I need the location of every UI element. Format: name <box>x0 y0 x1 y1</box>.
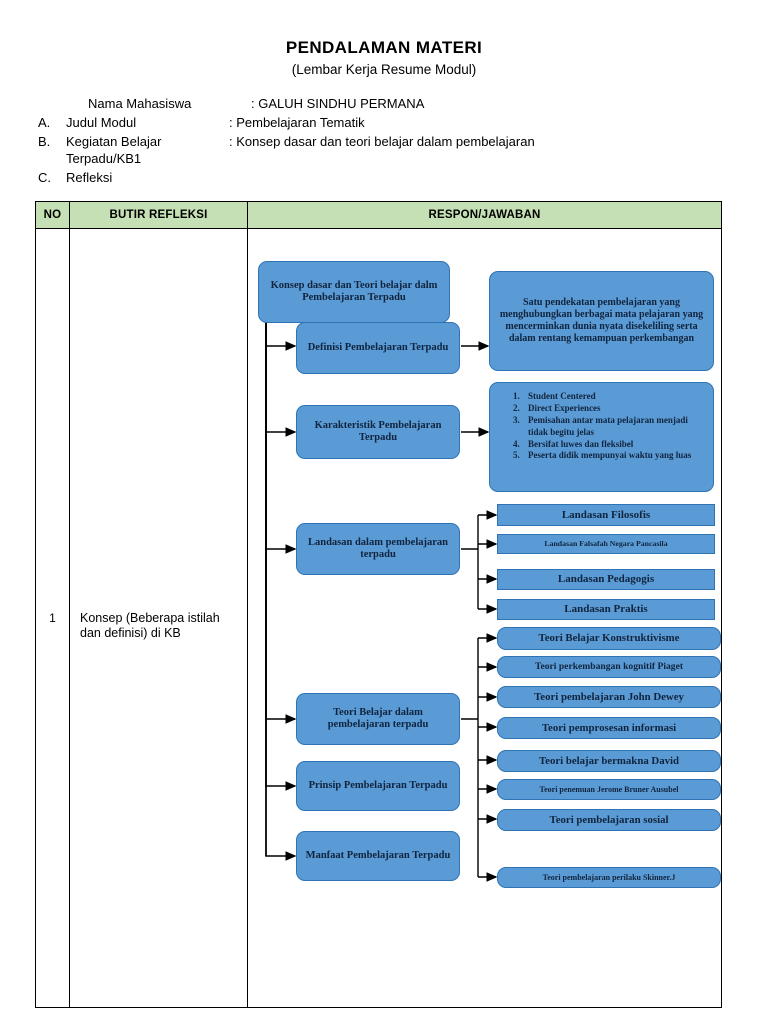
concept-flowchart: Konsep dasar dan Teori belajar dalm Pemb… <box>248 229 721 1007</box>
node-landasan-falsafah-negara-pancasila[interactable]: Landasan Falsafah Negara Pancasila <box>497 534 715 554</box>
node-teori-perkembangan-kognitif-piaget[interactable]: Teori perkembangan kognitif Piaget <box>497 656 721 678</box>
meta-label-line1: Kegiatan Belajar <box>66 134 162 149</box>
node-teori-penemuan-jerome-bruner-ausubel[interactable]: Teori penemuan Jerome Bruner Ausubel <box>497 779 721 800</box>
table-row: 1 Konsep (Beberapa istilah dan definisi)… <box>36 229 721 1007</box>
meta-row-refleksi: C. Refleksi <box>38 169 728 186</box>
node-teori-pembelajaran-john-dewey[interactable]: Teori pembelajaran John Dewey <box>497 686 721 708</box>
cell-butir-refleksi: Konsep (Beberapa istilah dan definisi) d… <box>70 229 248 1007</box>
node-karakteristik-list[interactable]: Student Centered Direct Experiences Pemi… <box>489 382 714 492</box>
meta-value-nama-mahasiswa: : GALUH SINDHU PERMANA <box>251 96 425 111</box>
meta-key: C. <box>38 170 51 185</box>
page-subtitle: (Lembar Kerja Resume Modul) <box>291 62 477 77</box>
meta-label-nama-mahasiswa: Nama Mahasiswa <box>88 96 192 111</box>
meta-label-line2: Terpadu/KB1 <box>66 151 142 166</box>
node-teori-belajar-bermakna-david[interactable]: Teori belajar bermakna David <box>497 750 721 772</box>
list-item: Pemisahan antar mata pelajaran menjadi t… <box>522 415 705 439</box>
cell-respon-jawaban: Konsep dasar dan Teori belajar dalm Pemb… <box>248 229 721 1007</box>
column-header-butir: BUTIR REFLEKSI <box>70 202 248 228</box>
meta-value-judul-modul: : Pembelajaran Tematik <box>229 115 365 130</box>
node-landasan-pedagogis[interactable]: Landasan Pedagogis <box>497 569 715 590</box>
metadata-block: Nama Mahasiswa : GALUH SINDHU PERMANA A.… <box>38 95 728 188</box>
page-title: PENDALAMAN MATERI <box>285 38 483 57</box>
reflection-table: NO BUTIR REFLEKSI RESPON/JAWABAN 1 Konse… <box>35 201 722 1008</box>
cell-no: 1 <box>36 229 70 1007</box>
list-item: Direct Experiences <box>522 403 705 415</box>
meta-row-nama: Nama Mahasiswa : GALUH SINDHU PERMANA <box>38 95 728 112</box>
node-karakteristik-pembelajaran-terpadu[interactable]: Karakteristik Pembelajaran Terpadu <box>296 405 460 459</box>
column-header-respon: RESPON/JAWABAN <box>428 209 541 221</box>
node-teori-belajar-konstruktivisme[interactable]: Teori Belajar Konstruktivisme <box>497 627 721 650</box>
list-item: Peserta didik mempunyai waktu yang luas <box>522 450 705 462</box>
meta-label-judul-modul: Judul Modul <box>66 115 137 130</box>
node-definisi-pembelajaran-terpadu[interactable]: Definisi Pembelajaran Terpadu <box>296 322 460 374</box>
table-header-row: NO BUTIR REFLEKSI RESPON/JAWABAN <box>36 202 721 229</box>
node-prinsip-pembelajaran-terpadu[interactable]: Prinsip Pembelajaran Terpadu <box>296 761 460 811</box>
node-landasan-dalam-pembelajaran-terpadu[interactable]: Landasan dalam pembelajaran terpadu <box>296 523 460 575</box>
list-item: Student Centered <box>522 391 705 403</box>
meta-row-kegiatan-belajar: B. Kegiatan Belajar Terpadu/KB1 : Konsep… <box>38 133 728 167</box>
meta-key: A. <box>38 115 51 130</box>
node-teori-belajar-dalam-pembelajaran-terpadu[interactable]: Teori Belajar dalam pembelajaran terpadu <box>296 693 460 745</box>
node-teori-pembelajaran-perilaku-skinner[interactable]: Teori pembelajaran perilaku Skinner.J <box>497 867 721 888</box>
node-definisi-deskripsi[interactable]: Satu pendekatan pembelajaran yang menghu… <box>489 271 714 371</box>
node-teori-pembelajaran-sosial[interactable]: Teori pembelajaran sosial <box>497 809 721 831</box>
meta-label-kegiatan-belajar: Kegiatan Belajar Terpadu/KB1 <box>66 133 229 167</box>
node-landasan-filosofis[interactable]: Landasan Filosofis <box>497 504 715 526</box>
meta-key: B. <box>38 134 51 149</box>
meta-value-kegiatan-belajar: : Konsep dasar dan teori belajar dalam p… <box>229 134 535 149</box>
meta-label-refleksi: Refleksi <box>66 170 113 185</box>
node-teori-pemprosesan-informasi[interactable]: Teori pemprosesan informasi <box>497 717 721 739</box>
column-header-no: NO <box>36 202 70 228</box>
list-item: Bersifat luwes dan fleksibel <box>522 439 705 451</box>
node-landasan-praktis[interactable]: Landasan Praktis <box>497 599 715 620</box>
meta-row-judul-modul: A. Judul Modul : Pembelajaran Tematik <box>38 114 728 131</box>
node-root[interactable]: Konsep dasar dan Teori belajar dalm Pemb… <box>258 261 450 323</box>
node-manfaat-pembelajaran-terpadu[interactable]: Manfaat Pembelajaran Terpadu <box>296 831 460 881</box>
karakteristik-ordered-list: Student Centered Direct Experiences Pemi… <box>500 391 705 462</box>
